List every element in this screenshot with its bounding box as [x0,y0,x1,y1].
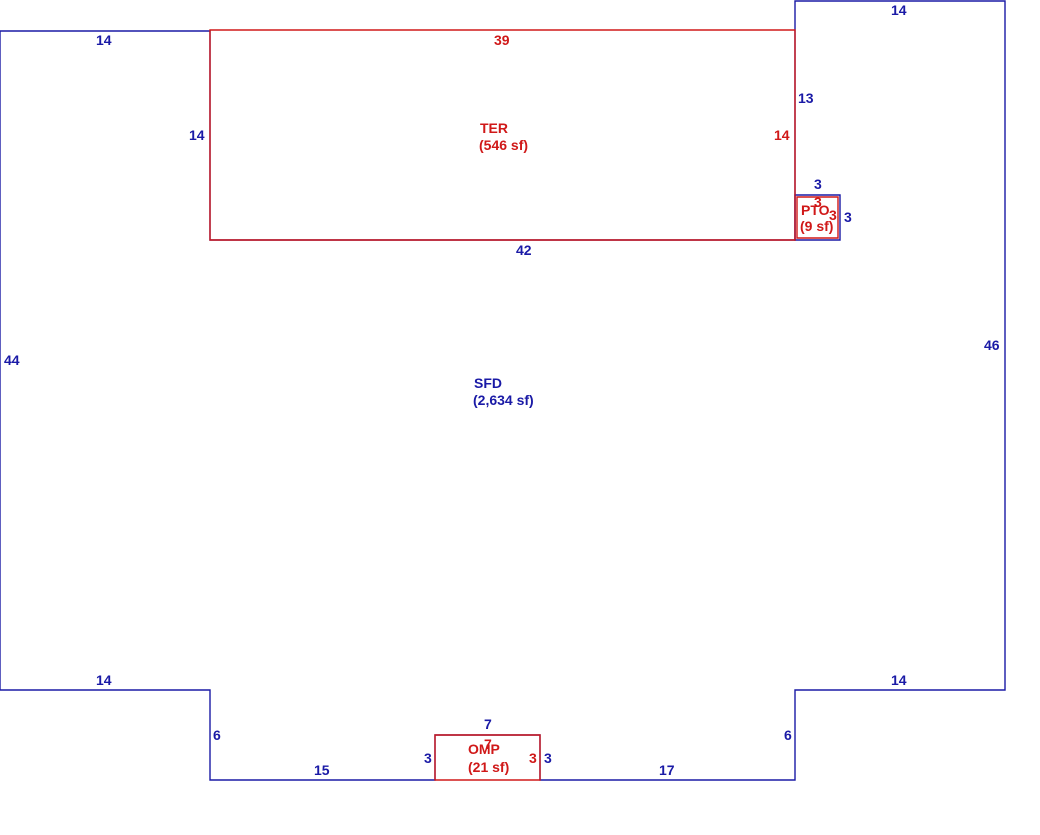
ter-area-label: (546 sf) [479,137,528,153]
dim-sfd-inner-left: 14 [189,127,205,143]
dim-ter-top: 39 [494,32,510,48]
dim-omp-top: 7 [484,736,492,752]
dim-sfd-pto-right: 3 [844,209,852,225]
dim-sfd-left: 44 [4,352,20,368]
dim-sfd-jog-right: 6 [784,727,792,743]
dim-sfd-under-ter: 42 [516,242,532,258]
dim-ter-right: 14 [774,127,790,143]
pto-outline [796,196,839,239]
dim-pto-right: 3 [829,207,837,223]
dim-sfd-top-right: 14 [891,2,907,18]
dim-sfd-jog-left: 6 [213,727,221,743]
omp-outline [434,734,541,781]
dim-sfd-bottom-seg-left: 15 [314,762,330,778]
dim-sfd-bottom-left: 14 [96,672,112,688]
pto-code-label: PTO [801,202,830,218]
dim-pto-top: 3 [814,194,822,210]
omp-area-label: (21 sf) [468,759,509,775]
dim-sfd-right: 46 [984,337,1000,353]
dim-omp-right: 3 [529,750,537,766]
dim-sfd-pto-top: 3 [814,176,822,192]
sfd-area-label: (2,634 sf) [473,392,534,408]
sfd-outline [0,0,1006,781]
dim-sfd-step-right: 13 [798,90,814,106]
sfd-code-label: SFD [474,375,502,391]
dim-sfd-bottom-right: 14 [891,672,907,688]
dim-sfd-omp-left: 3 [424,750,432,766]
dim-sfd-top-left: 14 [96,32,112,48]
dim-sfd-omp-top: 7 [484,716,492,732]
ter-outline [209,29,796,241]
dim-sfd-bottom-seg-right: 17 [659,762,675,778]
omp-code-label: OMP [468,741,500,757]
pto-area-label: (9 sf) [800,218,833,234]
ter-code-label: TER [480,120,508,136]
dim-sfd-omp-right: 3 [544,750,552,766]
